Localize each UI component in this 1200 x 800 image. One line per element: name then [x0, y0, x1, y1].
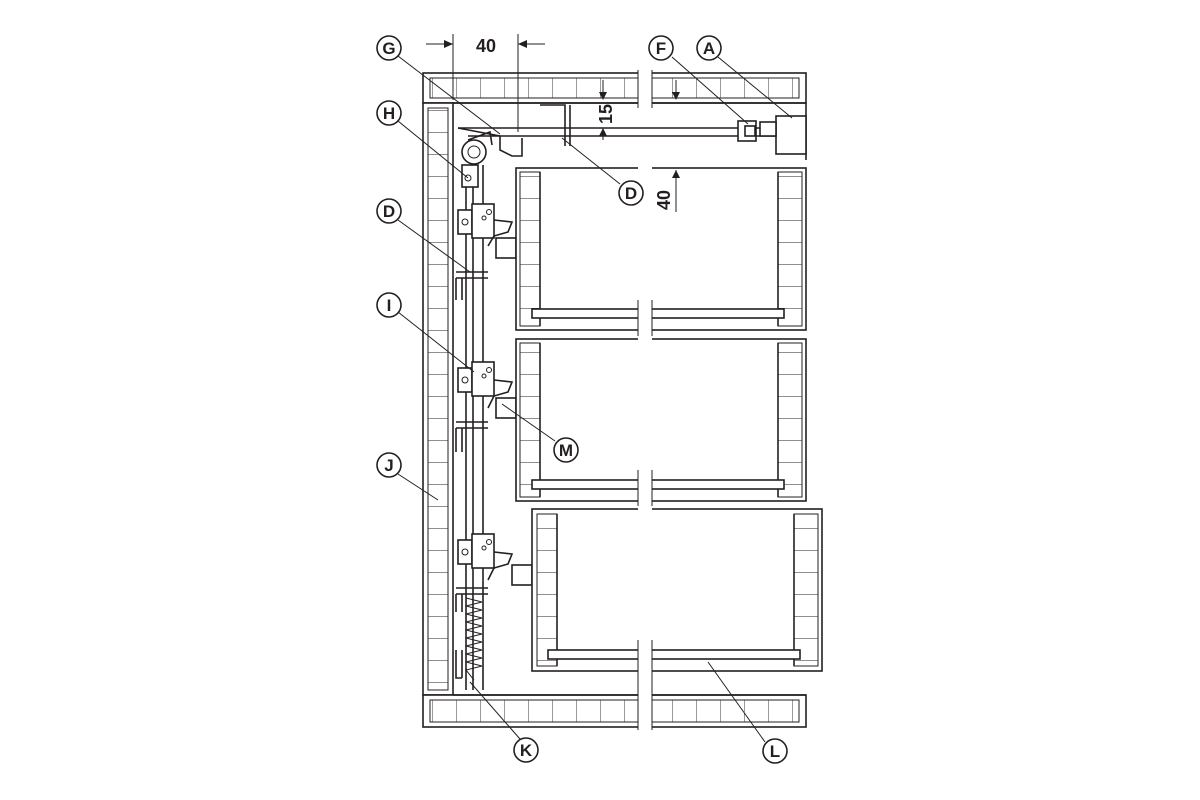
pulley-wheel [461, 139, 487, 165]
callout-a-label: A [703, 39, 715, 58]
dimension-drawer-gap: 40 [654, 170, 680, 212]
callout-f-label: F [656, 39, 666, 58]
drawer-1 [515, 167, 807, 331]
callout-d-left: D [376, 198, 402, 224]
drawer-3-rail [547, 649, 801, 660]
callout-g: G [376, 35, 402, 61]
break-gap [637, 60, 653, 740]
callout-f: F [648, 35, 674, 61]
rod-guide-1 [455, 271, 488, 300]
dimension-label-40-side: 40 [654, 190, 674, 210]
latch-2 [457, 361, 517, 419]
drawer-3 [531, 508, 823, 672]
callout-h: H [376, 100, 402, 126]
callout-m: M [553, 437, 579, 463]
dimension-top-width: 40 [426, 34, 545, 132]
callout-d-top: D [618, 180, 644, 206]
callout-d-top-label: D [625, 184, 637, 203]
dimension-label-40-top: 40 [476, 36, 496, 56]
callout-h-label: H [383, 104, 395, 123]
callout-j: J [376, 452, 402, 478]
dimension-label-15: 15 [596, 104, 616, 124]
callout-k: K [513, 737, 539, 763]
callout-j-label: J [384, 456, 393, 475]
callout-k-label: K [520, 741, 533, 760]
latch-3 [457, 533, 533, 586]
cabinet-carcass [422, 72, 807, 728]
drawer-2-rail [531, 479, 785, 490]
return-spring [455, 597, 483, 681]
lock-cylinder [775, 115, 807, 155]
callout-i-label: I [387, 296, 392, 315]
top-lock-rail [457, 104, 807, 157]
callout-g-label: G [382, 39, 395, 58]
dimension-top-gap: 15 [596, 80, 680, 140]
callout-l-label: L [770, 742, 780, 761]
latch-1 [457, 203, 517, 259]
drawer-2 [515, 338, 807, 502]
callout-m-label: M [559, 441, 573, 460]
callout-a: A [696, 35, 722, 61]
callout-l: L [762, 738, 788, 764]
callout-d-left-label: D [383, 202, 395, 221]
callout-i: I [376, 292, 402, 318]
leader-lines [397, 55, 793, 743]
rod-guide-2 [455, 421, 488, 452]
drawer-1-rail [531, 308, 785, 319]
rod-guide-3 [455, 587, 488, 612]
